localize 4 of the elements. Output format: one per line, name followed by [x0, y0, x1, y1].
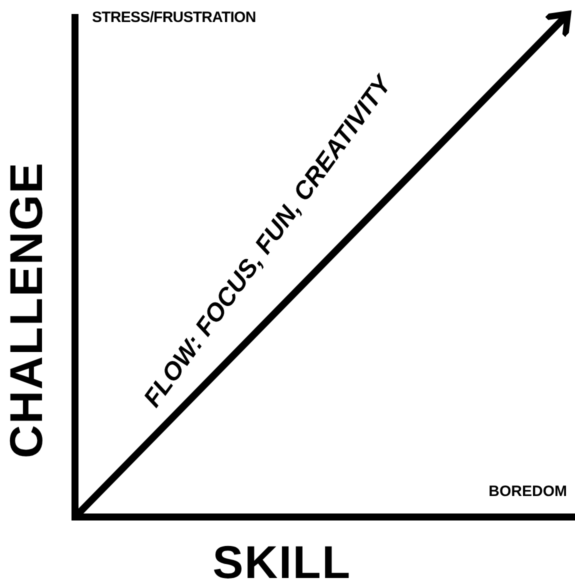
corner-label: STRESS/FRUSTRATION	[92, 10, 256, 25]
axis-title: SKILL	[212, 539, 352, 585]
corner-label: BOREDOM	[488, 484, 567, 499]
axis-title: CHALLENGE	[3, 162, 49, 458]
